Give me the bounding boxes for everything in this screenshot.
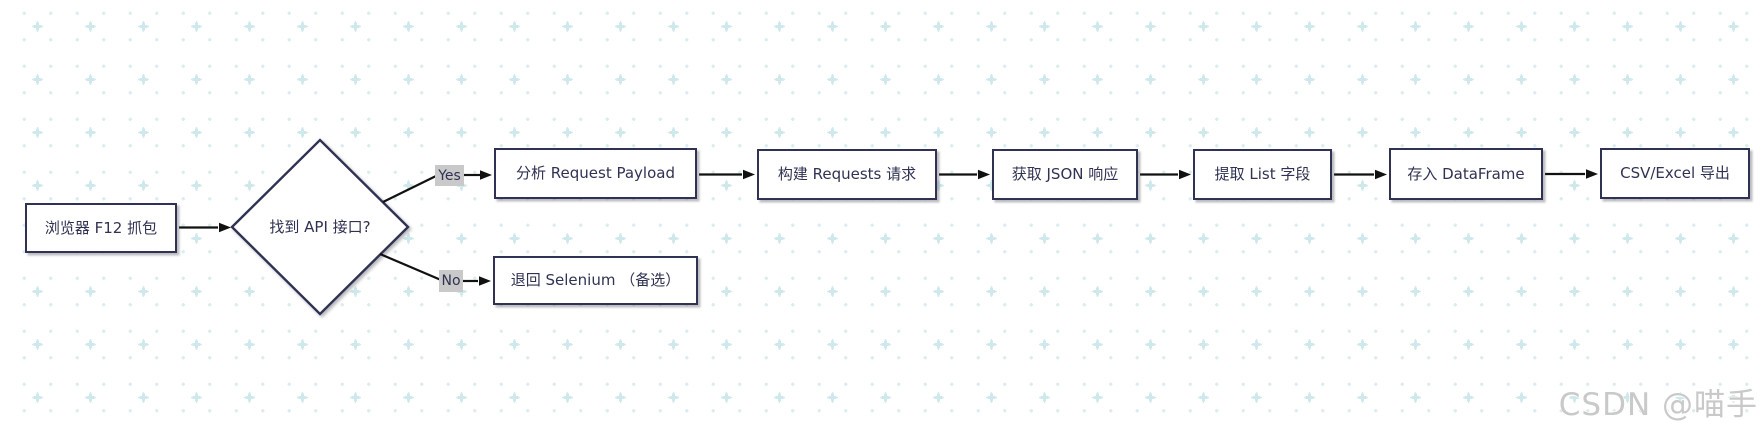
node-extract-list-field: 提取 List 字段	[1193, 149, 1332, 200]
arrowhead-store-to-export	[1586, 169, 1598, 179]
node-decision-api-found: 找到 API 接口?	[269, 217, 371, 236]
node-store-dataframe: 存入 DataFrame	[1389, 148, 1543, 200]
arrowhead-start-to-decision	[219, 222, 231, 233]
node-export-csv-excel: CSV/Excel 导出	[1600, 148, 1750, 199]
arrowhead-yes-to-analyze	[480, 170, 492, 180]
node-build-requests: 构建 Requests 请求	[757, 149, 937, 200]
node-fallback-selenium: 退回 Selenium （备选）	[493, 256, 698, 305]
arrowhead-analyze-to-build	[743, 169, 755, 180]
edge-label-yes: Yes	[435, 165, 464, 186]
node-fetch-json-response: 获取 JSON 响应	[992, 149, 1138, 200]
arrowhead-build-to-fetch	[978, 169, 990, 180]
arrowhead-extract-to-store	[1375, 169, 1387, 180]
decision-diamond-shape	[230, 138, 410, 316]
arrowhead-fetch-to-extract	[1179, 169, 1191, 180]
node-browser-f12-capture: 浏览器 F12 抓包	[25, 203, 177, 253]
edge-decision-to-yes	[382, 175, 437, 203]
csdn-watermark: CSDN @喵手	[1558, 387, 1758, 423]
node-analyze-request-payload: 分析 Request Payload	[494, 148, 697, 199]
edge-label-no: No	[439, 270, 463, 292]
arrowhead-no-to-fallback	[479, 276, 491, 286]
edge-decision-to-no	[379, 252, 442, 282]
